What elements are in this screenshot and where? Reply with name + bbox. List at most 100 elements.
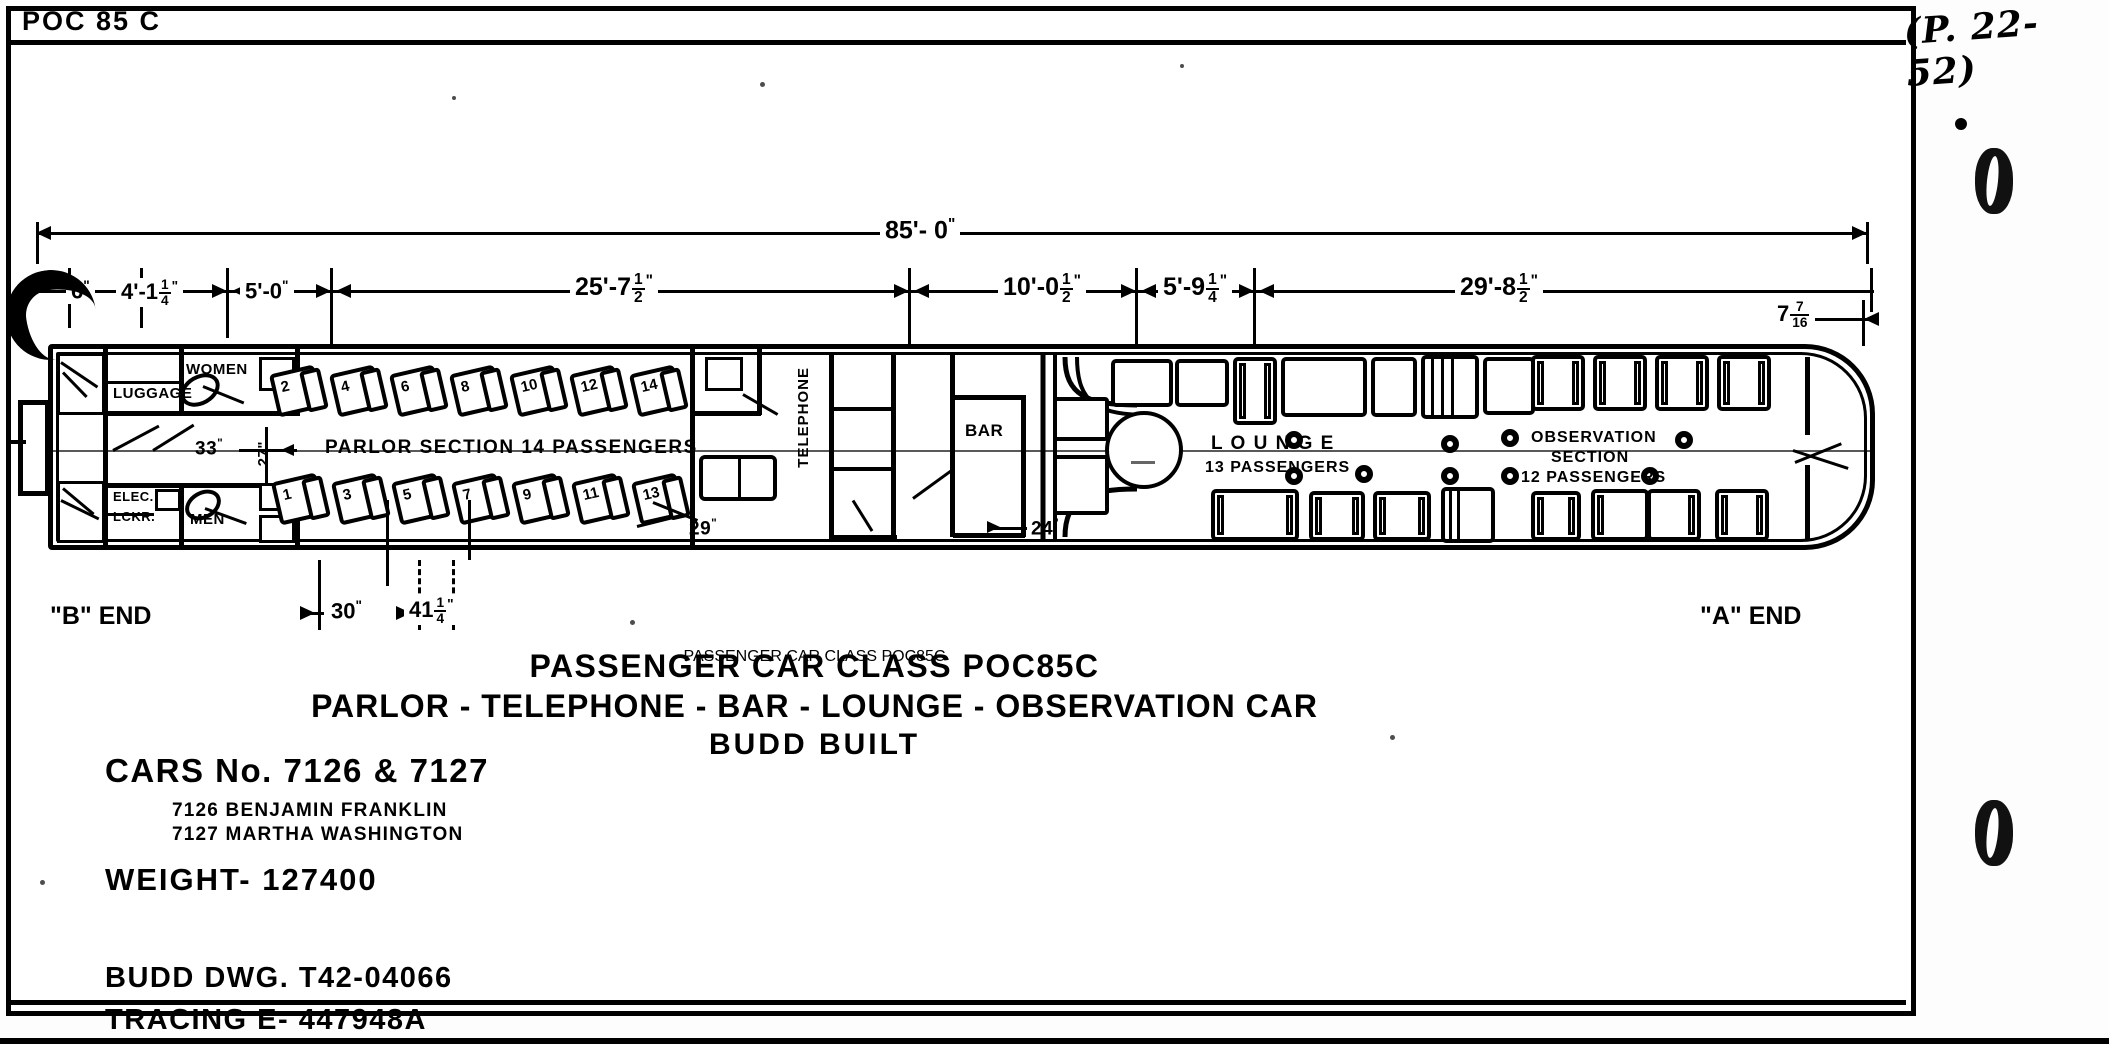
drawing-title-type: PARLOR - TELEPHONE - BAR - LOUNGE - OBSE… xyxy=(311,688,1318,724)
dim-33-arrow xyxy=(281,444,294,456)
luggage-women-partition xyxy=(179,349,184,416)
booth-base xyxy=(829,535,897,540)
observation-pillar xyxy=(1501,467,1519,485)
room-label-luggage: LUGGAGE xyxy=(113,385,193,402)
section-label-observation-pax: 12 PASSENGERS xyxy=(1521,469,1667,486)
scan-speck xyxy=(630,620,635,625)
phone-nook-partition xyxy=(757,349,762,415)
section-label-lounge: L O U N G E xyxy=(1211,433,1335,454)
parlor-seat[interactable]: 4 xyxy=(328,364,389,418)
lounge-pillar xyxy=(1441,467,1459,485)
lounge-sofa-upper xyxy=(1111,359,1173,407)
observation-chair-lower xyxy=(1531,491,1581,541)
observation-pillar xyxy=(1675,431,1693,449)
sheet-bottom-rule xyxy=(6,1000,1906,1005)
observation-sofa-lower xyxy=(1591,489,1649,541)
lounge-corner-seat-lower xyxy=(1053,455,1109,515)
dim-24-leader xyxy=(987,527,1027,530)
drawing-title-class: PASSENGER CAR CLASS POC85C xyxy=(529,648,1100,684)
vestibule-partition xyxy=(103,349,108,545)
title-line-1: PASSENGER CAR CLASS POC85C xyxy=(683,648,946,665)
lounge-armchair-lower xyxy=(1309,491,1365,541)
lounge-sofa-long xyxy=(1281,357,1367,417)
telephone-room-wall-l xyxy=(829,355,834,539)
lounge-armchair-upper xyxy=(1233,357,1277,425)
booth-sill xyxy=(831,407,893,411)
parlor-seat[interactable]: 8 xyxy=(448,364,509,418)
drawing-title-builder: BUDD BUILT xyxy=(708,728,921,761)
sheet-class-label: POC 85 C xyxy=(22,6,162,36)
car-body-outline: LUGGAGE WOMEN ELEC. LCKR. MEN 33" 2 4 6 xyxy=(48,344,1875,550)
dim-29-text: 29" xyxy=(689,517,718,540)
car-name-7126: 7126 BENJAMIN FRANKLIN xyxy=(172,800,448,821)
phone-nook-chair xyxy=(705,357,743,391)
punch-dot-mark xyxy=(1955,118,1967,130)
handwritten-page-reference: (P. 22-52) xyxy=(1902,1,2041,96)
lounge-round-table xyxy=(1105,411,1183,489)
toilet-men-b xyxy=(259,515,295,543)
observation-chair xyxy=(1655,355,1709,411)
coupler-shank xyxy=(6,440,26,444)
section-label-parlor: PARLOR SECTION 14 PASSENGERS xyxy=(325,437,698,458)
sheet-title-tab xyxy=(6,6,1906,45)
car-name-7127: 7127 MARTHA WASHINGTON xyxy=(172,824,464,845)
tracing-number: TRACING E- 447948A xyxy=(105,1004,427,1036)
lounge-pillar xyxy=(1285,431,1303,449)
lounge-armchair-lower xyxy=(1373,491,1431,541)
dim-33-text: 33" xyxy=(195,437,224,460)
observation-chair xyxy=(1531,355,1585,411)
scan-speck xyxy=(452,96,456,100)
observation-chair-lower xyxy=(1715,489,1769,541)
room-label-bar: BAR xyxy=(965,421,1004,440)
lounge-sofa-lower xyxy=(1211,489,1299,541)
car-weight: WEIGHT- 127400 xyxy=(105,862,378,897)
binder-hole-bottom xyxy=(1975,800,2013,866)
parlor-seat[interactable]: 10 xyxy=(508,364,569,418)
scan-speck xyxy=(40,880,45,885)
parlor-seat[interactable]: 1 xyxy=(270,472,331,526)
bar-wall-right xyxy=(1021,395,1026,537)
parlor-seat[interactable]: 2 xyxy=(268,364,329,418)
parlor-seat[interactable]: 3 xyxy=(330,472,391,526)
dim-30in: 30" xyxy=(326,598,367,625)
dim-5ft-0: 5'-0" xyxy=(240,278,294,305)
room-label-men: MEN xyxy=(190,511,225,528)
page-bottom-edge xyxy=(0,1038,2109,1044)
parlor-seat[interactable]: 6 xyxy=(388,364,449,418)
parlor-seat[interactable]: 14 xyxy=(628,364,689,418)
corridor-wall-upper xyxy=(108,411,298,416)
dim-24-text: 24" xyxy=(1031,517,1060,540)
b-end-coupler xyxy=(18,400,50,496)
parlor-seat[interactable]: 9 xyxy=(510,472,571,526)
booth-sill xyxy=(831,467,893,471)
budd-drawing-number: BUDD DWG. T42-04066 xyxy=(105,962,453,994)
binder-hole-top xyxy=(1975,148,2013,214)
end-label-b: "B" END xyxy=(50,602,152,630)
parlor-seat[interactable]: 5 xyxy=(390,472,451,526)
parlor-seat[interactable]: 11 xyxy=(570,472,631,526)
parlor-seat[interactable]: 7 xyxy=(450,472,511,526)
locker-shelf xyxy=(108,513,154,516)
room-label-elec: ELEC. xyxy=(113,489,154,504)
scan-speck xyxy=(1180,64,1184,68)
seat-leader xyxy=(386,500,389,586)
car-inner-shell xyxy=(56,352,1867,542)
end-label-a: "A" END xyxy=(1700,602,1802,630)
overall-length-text: 85'- 0" xyxy=(880,216,961,246)
dim-6in: 6" xyxy=(66,278,95,305)
bar-counter-bottom xyxy=(953,533,1025,538)
scan-speck xyxy=(1390,735,1395,740)
parlor-seat[interactable]: 12 xyxy=(568,364,629,418)
lounge-pillar xyxy=(1441,435,1459,453)
dim-27-text: 27" xyxy=(255,441,272,467)
observation-chair xyxy=(1717,355,1771,411)
lounge-pillar xyxy=(1285,467,1303,485)
luggage-shelf xyxy=(108,381,180,384)
car-centerline xyxy=(53,450,1870,452)
observation-rear-wall-u xyxy=(1805,357,1810,435)
